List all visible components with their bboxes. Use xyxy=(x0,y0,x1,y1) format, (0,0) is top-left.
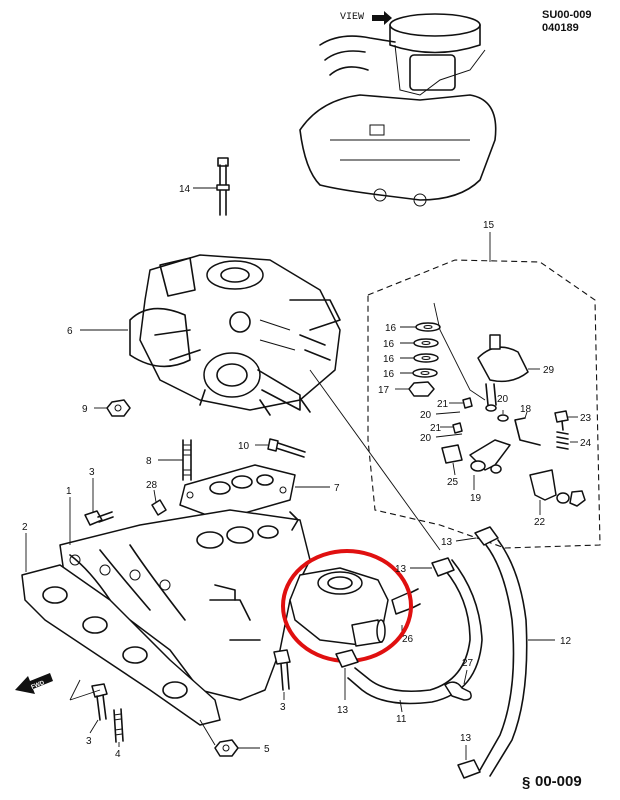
part-11-hose: 11 xyxy=(347,559,483,725)
footer-code: § 00-009 xyxy=(522,773,582,791)
callout-8: 8 xyxy=(146,456,152,467)
callout-6: 6 xyxy=(67,326,73,337)
part-12-hose: 12 xyxy=(479,539,572,777)
callout-17: 17 xyxy=(378,385,390,396)
part-20-washers: 20 20 20 xyxy=(420,394,509,444)
callout-7: 7 xyxy=(334,483,340,494)
part-24-spring: 24 xyxy=(556,431,592,450)
callout-16-a: 16 xyxy=(385,323,397,334)
part-23-screw: 23 xyxy=(554,410,592,431)
callout-20-a: 20 xyxy=(420,410,432,421)
part-17-nut: 17 xyxy=(378,381,435,397)
callout-3-lower-left: 3 xyxy=(86,736,92,747)
part-28-pin: 28 xyxy=(146,480,167,516)
part-4-stud: 4 xyxy=(113,708,124,760)
part-16-washers: 16 16 16 16 xyxy=(383,322,441,380)
callout-28: 28 xyxy=(146,480,158,491)
part-3-bolt-lower-left: 3 xyxy=(86,683,108,747)
callout-24: 24 xyxy=(580,438,592,449)
part-13-clamp-c: 13 xyxy=(335,649,359,716)
callout-9: 9 xyxy=(82,404,88,415)
part-10-screw: 10 xyxy=(238,438,306,458)
part-13-clamp-d: 13 xyxy=(457,733,481,779)
callout-14: 14 xyxy=(179,184,191,195)
engine-view-sketch xyxy=(299,13,497,207)
part-25-bushing: 25 xyxy=(441,444,463,488)
bottom-bolt-leaders xyxy=(69,679,101,701)
callout-16-b: 16 xyxy=(383,339,395,350)
part-29-dashpot: 29 xyxy=(477,334,555,412)
view-label: VIEW xyxy=(340,12,364,23)
callout-12: 12 xyxy=(560,636,572,647)
part-13-clamp-a: 13 xyxy=(441,526,499,548)
part-14-stud: 14 xyxy=(179,157,230,216)
callout-3-right: 3 xyxy=(280,702,286,713)
part-3-bolt-right: 3 xyxy=(273,649,291,713)
part-2-manifold-gasket: 2 xyxy=(21,522,221,726)
callout-11: 11 xyxy=(396,714,407,725)
part-19-lever: 19 xyxy=(469,439,511,504)
part-18-bracket: 18 xyxy=(514,404,541,446)
callout-27: 27 xyxy=(462,658,474,669)
part-13-clamp-b: 13 xyxy=(395,557,455,577)
callout-13-c: 13 xyxy=(337,705,349,716)
callout-18: 18 xyxy=(520,404,532,415)
callout-13-d: 13 xyxy=(460,733,472,744)
part-27-clip: 27 xyxy=(444,658,474,701)
adjust-rod xyxy=(433,302,486,401)
callout-22: 22 xyxy=(534,517,546,528)
diagram-code: SU00-009 xyxy=(542,9,592,21)
callout-10: 10 xyxy=(238,441,250,452)
part-15-group-boundary: 15 xyxy=(367,220,601,549)
callout-29: 29 xyxy=(543,365,555,376)
callout-23: 23 xyxy=(580,413,592,424)
callout-21-upper: 21 xyxy=(437,399,449,410)
footer-code-text: 00-009 xyxy=(535,773,582,790)
diagram-date-code: 040189 xyxy=(542,22,579,34)
callout-20-c: 20 xyxy=(497,394,509,405)
brand-s-icon: § xyxy=(522,774,530,791)
callout-1: 1 xyxy=(66,486,72,497)
part-26-housing: 26 xyxy=(289,567,421,647)
callout-3-upper: 3 xyxy=(89,467,95,478)
callout-20-b: 20 xyxy=(420,433,432,444)
part-7-gasket: 7 xyxy=(179,464,340,521)
callout-13-b: 13 xyxy=(395,564,407,575)
part-21-screws: 21 21 xyxy=(430,397,473,434)
callout-21-lower: 21 xyxy=(430,423,442,434)
callout-2: 2 xyxy=(22,522,28,533)
part-6-carburetor: 6 xyxy=(67,254,341,416)
part-5-nut: 5 xyxy=(214,739,270,757)
callout-5: 5 xyxy=(264,744,270,755)
callout-25: 25 xyxy=(447,477,459,488)
part-22-bracket: 22 xyxy=(529,469,586,528)
callout-16-d: 16 xyxy=(383,369,395,380)
callout-19: 19 xyxy=(470,493,482,504)
callout-16-c: 16 xyxy=(383,354,395,365)
callout-26: 26 xyxy=(402,634,414,645)
part-3-bolt-upper: 3 xyxy=(84,467,114,526)
view-arrow-icon xyxy=(372,11,392,25)
nut-5-leader xyxy=(199,719,216,746)
part-8-stud: 8 xyxy=(146,439,192,481)
callout-15: 15 xyxy=(483,220,495,231)
carb-hose-leader xyxy=(309,369,441,551)
fwd-label: FWD xyxy=(31,680,47,691)
callout-4: 4 xyxy=(115,749,121,760)
part-9-nut: 9 xyxy=(82,399,131,417)
fwd-direction-indicator: FWD xyxy=(15,673,53,694)
callout-13-a: 13 xyxy=(441,537,453,548)
